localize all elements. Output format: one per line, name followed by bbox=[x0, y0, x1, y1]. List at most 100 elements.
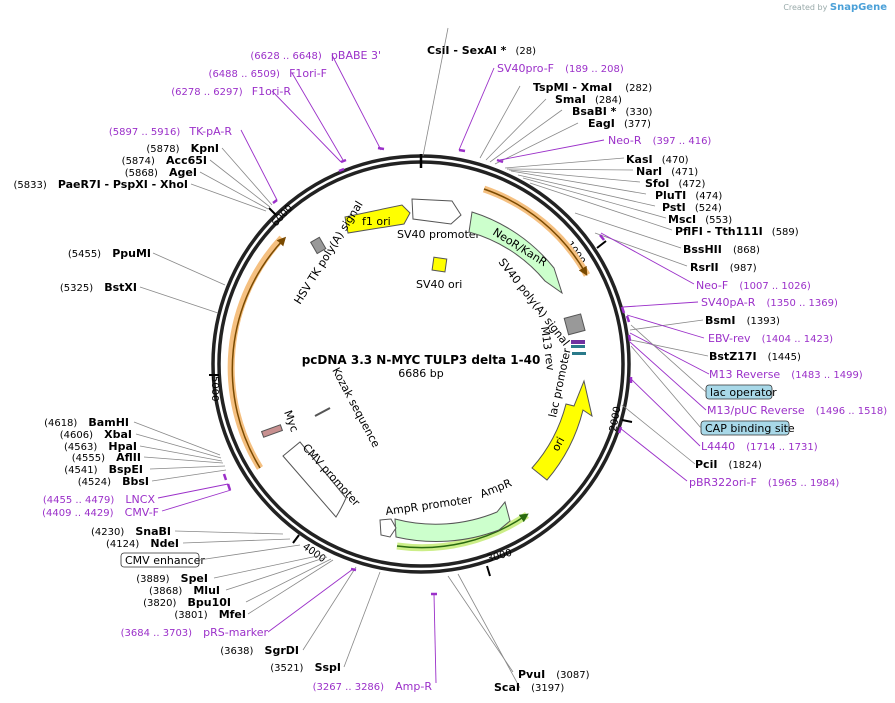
primer-label[interactable]: (3267 .. 3286) Amp-R bbox=[313, 675, 433, 694]
site-label[interactable]: (5868) AgeI bbox=[125, 161, 197, 180]
primer-label[interactable]: EBV-rev (1404 .. 1423) bbox=[708, 327, 833, 346]
primer-label[interactable]: (4455 .. 4479) LNCX bbox=[43, 488, 156, 507]
site-label[interactable]: PflFI - Tth111I (589) bbox=[675, 220, 799, 239]
site-label[interactable]: (4524) BbsI bbox=[78, 470, 149, 489]
tick-2000 bbox=[621, 419, 633, 423]
site-label[interactable]: TspMI - XmaI (282) bbox=[533, 76, 652, 95]
site-label[interactable]: KasI (470) bbox=[626, 148, 689, 167]
site-label[interactable]: PciI (1824) bbox=[695, 453, 762, 472]
site-label[interactable]: BsaBI * (330) bbox=[572, 100, 653, 119]
primer-label[interactable]: (6628 .. 6648) pBABE 3' bbox=[250, 44, 381, 63]
hsv-tk-polya-feature[interactable] bbox=[309, 236, 327, 255]
site-label[interactable]: BstZ17I (1445) bbox=[709, 345, 801, 364]
tick-6000 bbox=[268, 207, 277, 216]
site-label[interactable]: (3889) SpeI bbox=[136, 567, 208, 586]
primer-label[interactable]: SV40pA-R (1350 .. 1369) bbox=[701, 291, 838, 310]
ampr-feature[interactable] bbox=[394, 500, 511, 543]
site-label[interactable]: (4230) SnaBI bbox=[91, 520, 171, 539]
plasmid-length: 6686 bp bbox=[398, 367, 443, 380]
tick-label-5000: 5000 bbox=[209, 376, 220, 401]
tick-3000 bbox=[486, 565, 491, 577]
site-label[interactable]: ScaI (3197) bbox=[494, 676, 564, 695]
site-label[interactable]: BsmI (1393) bbox=[705, 309, 780, 328]
restriction-sites: CsiI - SexAI * (28) TspMI - XmaI (282) S… bbox=[13, 39, 801, 695]
primer-label[interactable]: Neo-F (1007 .. 1026) bbox=[696, 274, 811, 293]
site-label[interactable]: RsrII (987) bbox=[690, 256, 757, 275]
site-label[interactable]: (4541) BspEI bbox=[64, 458, 143, 477]
site-label[interactable]: CsiI - SexAI * (28) bbox=[427, 39, 536, 58]
primer-label[interactable]: L4440 (1714 .. 1731) bbox=[701, 435, 818, 454]
hsv-tk-polya-label: HSV TK poly(A) signal bbox=[292, 199, 366, 307]
myc-tag-feature[interactable] bbox=[260, 424, 284, 438]
site-label[interactable]: NarI (471) bbox=[636, 160, 698, 179]
primer-label[interactable]: M13 Reverse (1483 .. 1499) bbox=[709, 363, 863, 382]
primer-label[interactable]: (3684 .. 3703) pRS-marker bbox=[121, 621, 269, 640]
tick-label-2000: 2000 bbox=[608, 406, 623, 433]
primer-label[interactable]: (4409 .. 4429) CMV-F bbox=[42, 501, 159, 520]
orange-arc-neo-line bbox=[483, 188, 588, 276]
primer-label[interactable]: SV40pro-F (189 .. 208) bbox=[497, 57, 624, 76]
m13-rev-label: M13 rev bbox=[538, 326, 557, 372]
site-label[interactable]: MscI (553) bbox=[668, 208, 732, 227]
green-arc-ampr-line bbox=[396, 513, 529, 549]
site-label[interactable]: (3638) SgrDI bbox=[220, 639, 299, 658]
myc-label: Myc bbox=[281, 409, 301, 434]
site-connectors bbox=[133, 27, 709, 689]
primer-marks bbox=[222, 146, 633, 596]
f1-ori-label: f1 ori bbox=[362, 215, 391, 228]
site-label[interactable]: PluTI (474) bbox=[655, 184, 722, 203]
lac-operator-feature[interactable] bbox=[563, 313, 586, 336]
site-label[interactable]: (5833) PaeR7I - PspXI - XhoI bbox=[13, 173, 188, 192]
sv40-promoter-feature[interactable] bbox=[411, 198, 462, 225]
site-label[interactable]: PstI (524) bbox=[662, 196, 722, 215]
tick-1000 bbox=[596, 240, 607, 249]
lac-operator-label: lac operator bbox=[710, 386, 777, 399]
ampr-label: AmpR bbox=[478, 476, 514, 500]
site-label[interactable]: (4555) AflII bbox=[72, 446, 141, 465]
primer-labels: (6628 .. 6648) pBABE 3' (6488 .. 6509) F… bbox=[42, 44, 887, 694]
lac-promoter-mark[interactable] bbox=[572, 352, 586, 355]
site-label[interactable]: (3820) Bpu10I bbox=[143, 591, 231, 610]
primer-label[interactable]: M13/pUC Reverse (1496 .. 1518) bbox=[707, 399, 887, 418]
primer-label[interactable]: (6488 .. 6509) F1ori-F bbox=[209, 62, 327, 81]
primer-label[interactable]: (6278 .. 6297) F1ori-R bbox=[171, 80, 291, 99]
site-label[interactable]: (3521) SspI bbox=[270, 656, 341, 675]
site-label[interactable]: (4124) NdeI bbox=[106, 532, 179, 551]
site-label[interactable]: (3868) MluI bbox=[149, 579, 220, 598]
ampr-promoter-feature[interactable] bbox=[379, 518, 397, 538]
site-label[interactable]: (4606) XbaI bbox=[60, 423, 132, 442]
kozak-feature[interactable] bbox=[314, 407, 331, 417]
site-label[interactable]: (5878) KpnI bbox=[146, 137, 219, 156]
site-label[interactable]: (3801) MfeI bbox=[174, 603, 246, 622]
site-label[interactable]: (5874) Acc65I bbox=[122, 149, 207, 168]
cap-site-feature[interactable] bbox=[571, 345, 585, 348]
m13-rev-feature[interactable] bbox=[571, 340, 585, 344]
site-label[interactable]: PvuI (3087) bbox=[518, 663, 590, 682]
tick-4000 bbox=[292, 534, 300, 544]
snapgene-watermark: Created by SnapGene bbox=[783, 2, 887, 13]
primer-label[interactable]: Neo-R (397 .. 416) bbox=[608, 129, 711, 148]
sv40-promoter-label: SV40 promoter bbox=[397, 228, 481, 241]
site-label[interactable]: BssHII (868) bbox=[683, 238, 760, 257]
site-label[interactable]: SfoI (472) bbox=[645, 172, 705, 191]
site-label[interactable]: (4618) BamHI bbox=[44, 411, 129, 430]
primer-label[interactable]: pBR322ori-F (1965 .. 1984) bbox=[689, 471, 839, 490]
f1-ori-feature[interactable] bbox=[344, 204, 411, 234]
primer-label[interactable]: (5897 .. 5916) TK-pA-R bbox=[109, 120, 232, 139]
cmv-promoter-feature[interactable] bbox=[282, 441, 347, 518]
kozak-label: Kozak sequence bbox=[329, 365, 382, 450]
sv40-ori-feature[interactable] bbox=[431, 256, 448, 273]
primer-connectors bbox=[157, 54, 710, 684]
site-label[interactable]: (4563) HpaI bbox=[64, 435, 137, 454]
site-label[interactable]: SmaI (284) bbox=[555, 88, 622, 107]
ori-feature[interactable] bbox=[531, 379, 593, 481]
tick-label-3000: 3000 bbox=[486, 548, 513, 565]
cmv-enhancer-label: CMV enhancer bbox=[125, 554, 205, 567]
ampr-promoter-label: AmpR promoter bbox=[385, 493, 474, 518]
neor-kanr-feature[interactable] bbox=[468, 211, 563, 295]
site-label[interactable]: (5455) PpuMI bbox=[68, 242, 151, 261]
sv40-polya-label: SV40 poly(A) signal bbox=[496, 256, 572, 349]
site-label[interactable]: (5325) BstXI bbox=[60, 276, 137, 295]
site-label[interactable]: EagI (377) bbox=[588, 112, 651, 131]
